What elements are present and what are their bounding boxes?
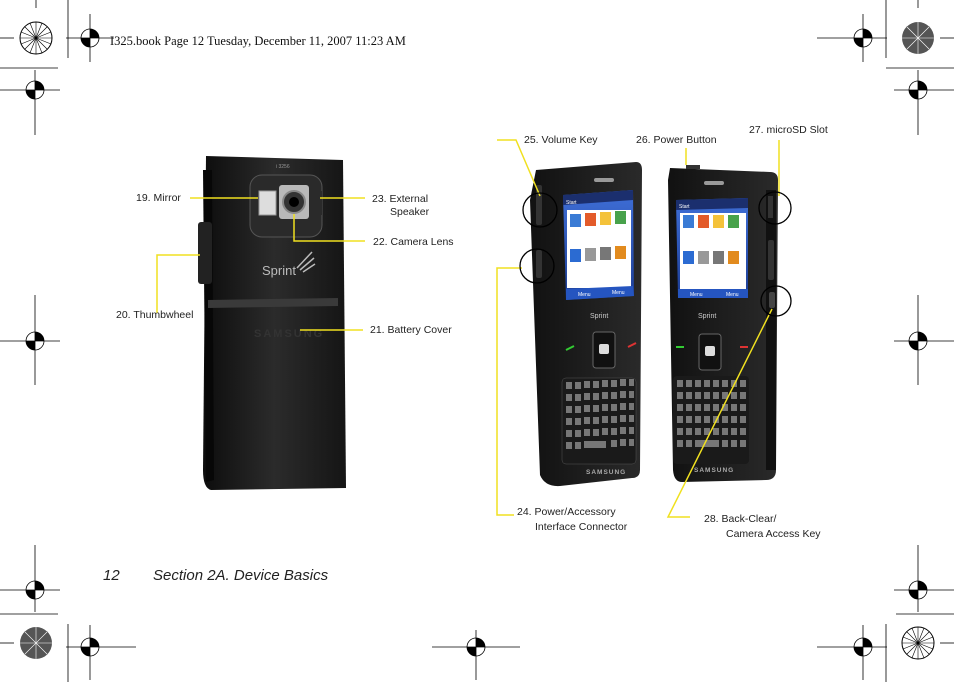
thumbwheel — [198, 222, 212, 284]
starburst-mark — [19, 21, 935, 660]
back-clear-key — [769, 292, 775, 308]
power-button — [686, 165, 700, 169]
carrier-logo-front: Sprint — [698, 313, 716, 320]
file-header: I325.book Page 12 Tuesday, December 11, … — [110, 34, 406, 48]
callout-power-button: 26. Power Button — [636, 134, 717, 146]
highlight-circles — [519, 191, 792, 317]
callout-back-clear: 28. Back-Clear/ — [704, 513, 777, 525]
power-accessory-connector — [536, 250, 542, 278]
screen-start-label: Start — [566, 200, 577, 206]
callout-power-connector: 24. Power/Accessory — [517, 506, 616, 518]
softkey-right-label: Menu — [726, 292, 739, 298]
mirror — [258, 190, 277, 216]
screen-start-label: Start — [679, 204, 690, 210]
microsd-slot — [768, 196, 773, 218]
carrier-logo-front: Sprint — [590, 313, 608, 320]
callout-volume-key: 25. Volume Key — [524, 134, 598, 146]
phone-back: i 3256 Sprint SAMSUNG — [198, 156, 346, 490]
brand-logo-front: SAMSUNG — [586, 469, 626, 476]
callout-battery-cover: 21. Battery Cover — [370, 324, 452, 336]
callout-microsd-slot: 27. microSD Slot — [749, 124, 828, 136]
model-tag: i 3256 — [276, 164, 290, 170]
callout-external-speaker: 23. External — [372, 193, 429, 205]
softkey-left-label: Menu — [578, 292, 591, 298]
speaker-grille — [310, 191, 322, 215]
callout-power-connector-line2: Interface Connector — [535, 521, 628, 533]
callout-mirror: 19. Mirror — [136, 192, 181, 204]
callout-lines — [156, 139, 780, 518]
phone-front-left: Start Menu Menu Sprint SAMSUNG — [530, 162, 642, 487]
brand-logo: SAMSUNG — [254, 328, 324, 340]
section-title: Section 2A. Device Basics — [153, 567, 329, 584]
carrier-logo: Sprint — [262, 263, 296, 278]
callout-camera-lens: 22. Camera Lens — [373, 236, 454, 248]
callout-back-clear-line2: Camera Access Key — [726, 528, 821, 540]
softkey-right-label: Menu — [612, 290, 625, 296]
page-number: 12 — [103, 567, 120, 584]
softkey-left-label: Menu — [690, 292, 703, 298]
brand-logo-front: SAMSUNG — [694, 467, 734, 474]
qwerty-keyboard — [673, 376, 749, 464]
phone-front-right: Start Menu Menu Sprint SAMSUNG — [668, 165, 778, 482]
callout-external-speaker-line2: Speaker — [390, 206, 430, 218]
volume-key — [536, 185, 542, 225]
callout-thumbwheel: 20. Thumbwheel — [116, 309, 194, 321]
